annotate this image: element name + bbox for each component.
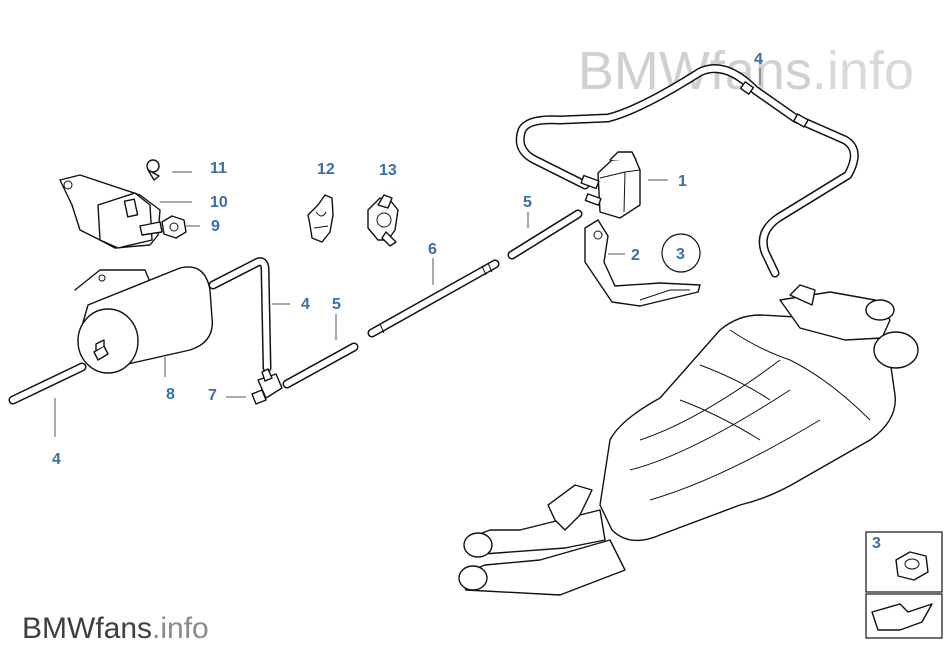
callout-2: 2 <box>631 247 640 264</box>
bracket-10 <box>59 174 161 249</box>
callout-4-middle: 4 <box>301 296 310 313</box>
callout-11: 11 <box>210 160 227 177</box>
callout-7: 7 <box>208 387 217 404</box>
hose-4-left <box>8 362 87 405</box>
nut-9 <box>139 215 187 239</box>
callout-9: 9 <box>211 218 220 235</box>
pipe-6 <box>367 259 500 338</box>
callout-10: 10 <box>210 194 228 211</box>
callout-6: 6 <box>428 241 437 258</box>
callout-8: 8 <box>166 386 175 403</box>
callout-13: 13 <box>379 162 397 179</box>
clip-13 <box>367 194 399 247</box>
callout-4-left: 4 <box>52 451 61 468</box>
vacuum-hose-loop <box>515 64 859 278</box>
hose-5-upper <box>507 209 583 260</box>
solenoid-valve <box>580 151 641 219</box>
watermark-brand: BMWfans <box>22 612 153 645</box>
callout-3-circle <box>661 233 701 273</box>
watermark-suffix: .info <box>811 41 914 101</box>
t-piece <box>251 368 283 405</box>
watermark-suffix: .info <box>152 612 209 645</box>
rear-silencer <box>458 284 919 596</box>
callout-3: 3 <box>676 246 685 263</box>
watermark-top: BMWfans.info <box>578 40 914 102</box>
callouts: 1 2 3 4 4 4 5 5 6 7 8 9 10 11 12 13 3 <box>52 51 881 552</box>
hose-4-middle <box>208 257 272 373</box>
callout-12: 12 <box>317 161 335 178</box>
hose-5-lower <box>282 342 359 389</box>
callout-1: 1 <box>678 173 687 190</box>
leader-lines <box>54 68 761 437</box>
carbon-canister <box>74 266 214 374</box>
screw-11 <box>146 159 160 181</box>
callout-inset-3: 3 <box>872 535 881 552</box>
clip-12 <box>307 194 334 243</box>
inset-part-3 <box>865 531 943 639</box>
callout-5-lower: 5 <box>332 296 341 313</box>
callout-5-upper: 5 <box>523 194 532 211</box>
valve-bracket <box>584 219 701 307</box>
watermark-bottom: BMWfans.info <box>22 612 209 646</box>
callout-4-top: 4 <box>754 51 763 68</box>
